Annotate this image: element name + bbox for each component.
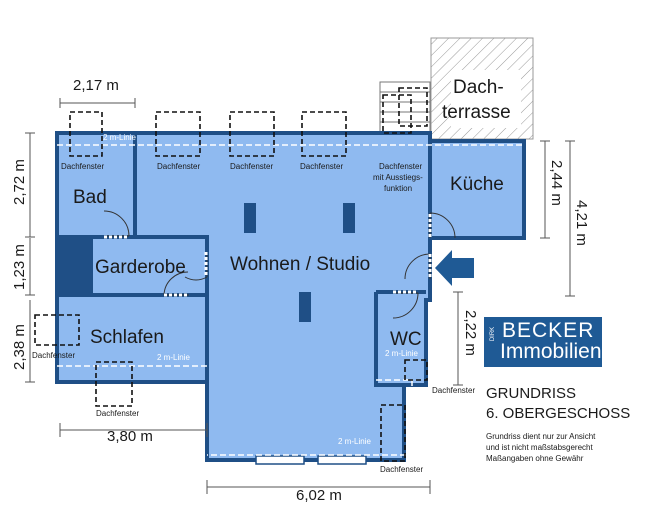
dim-top-width: 2,17 m xyxy=(73,77,119,94)
dim-wc-height: 2,22 m xyxy=(462,310,479,356)
skylights xyxy=(34,87,428,462)
dim-bad-height: 2,72 m xyxy=(11,159,28,205)
room-dach-2: terrasse xyxy=(442,102,511,123)
label-dachfenster-7: Dachfenster xyxy=(432,386,475,395)
becker-logo: DIRK BECKER Immobilien xyxy=(484,317,602,367)
label-dachfenster-8: Dachfenster xyxy=(380,465,423,474)
column-2 xyxy=(343,203,355,233)
dimension-lines xyxy=(25,98,575,494)
brand-line-1: BECKER xyxy=(502,319,595,342)
shaft xyxy=(57,237,91,295)
room-kueche: Küche xyxy=(450,174,504,195)
label-2m-2: 2 m-Linie xyxy=(157,353,190,362)
door-openings xyxy=(104,214,432,297)
label-2m-4: 2 m-Linie xyxy=(338,437,371,446)
note-2: und ist nicht maßstabsgerecht xyxy=(486,443,593,452)
label-2m-3: 2 m-Linie xyxy=(385,349,418,358)
title-grundriss: GRUNDRISS xyxy=(486,385,577,402)
note-1: Grundriss dient nur zur Ansicht xyxy=(486,432,596,441)
room-wc: WC xyxy=(390,329,422,350)
dim-wohnen-width: 6,02 m xyxy=(296,487,342,504)
brand-small: DIRK xyxy=(490,326,497,342)
dachterrasse-label-bg xyxy=(451,70,521,128)
room-garderobe: Garderobe xyxy=(95,257,186,278)
dim-kueche-total: 4,21 m xyxy=(573,200,590,246)
label-2m-1: 2 m-Linie xyxy=(103,133,136,142)
label-dachfenster-3: Dachfenster xyxy=(230,162,273,171)
entrance-arrow xyxy=(435,250,474,286)
dim-kueche-height: 2,44 m xyxy=(548,160,565,206)
dim-schlafen-height: 2,38 m xyxy=(11,324,28,370)
brand-line-2: Immobilien xyxy=(500,340,602,363)
room-wohnen: Wohnen / Studio xyxy=(230,254,370,275)
label-dachfenster-1: Dachfenster xyxy=(61,162,104,171)
title-geschoss: 6. OBERGESCHOSS xyxy=(486,405,631,422)
room-dach-1: Dach- xyxy=(453,77,504,98)
label-dachfenster-4: Dachfenster xyxy=(300,162,343,171)
room-bad: Bad xyxy=(73,187,107,208)
dim-garderobe-height: 1,23 m xyxy=(11,244,28,290)
dim-schlafen-width: 3,80 m xyxy=(107,428,153,445)
column-3 xyxy=(299,292,311,322)
window-2 xyxy=(317,455,367,465)
room-schlafen: Schlafen xyxy=(90,327,164,348)
stairs xyxy=(379,81,431,133)
window-1 xyxy=(255,455,305,465)
label-dachfenster-6: Dachfenster xyxy=(96,409,139,418)
label-dachfenster-5: Dachfenster xyxy=(32,351,75,360)
label-ausstieg-1: Dachfenster xyxy=(379,162,422,171)
label-ausstieg-3: funktion xyxy=(384,184,412,193)
note-3: Maßangaben ohne Gewähr xyxy=(486,454,584,463)
column-1 xyxy=(244,203,256,233)
label-dachfenster-2: Dachfenster xyxy=(157,162,200,171)
label-ausstieg-2: mit Ausstiegs- xyxy=(373,173,423,182)
floor-fill xyxy=(55,133,524,460)
